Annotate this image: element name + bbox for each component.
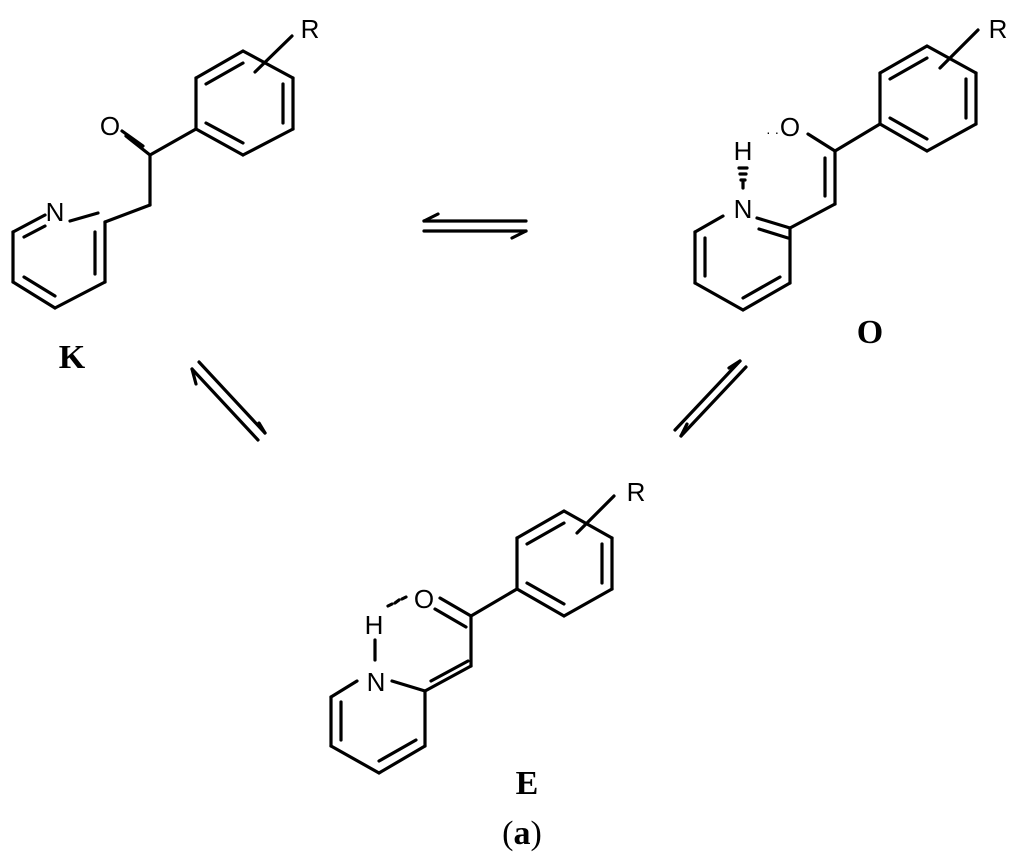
keto-label: K — [59, 339, 86, 376]
enamine-vinyl-chain — [423, 587, 519, 693]
enamine-nitrogen-atom: N — [367, 667, 386, 697]
equilibrium-arrow-o-e — [673, 359, 748, 438]
equilibrium-arrow-k-e — [190, 360, 267, 442]
enamine-phenyl-ring — [515, 494, 616, 618]
enamine-oxygen-atom: O — [414, 584, 434, 614]
enamine-r-group: R — [627, 477, 646, 507]
enamine-hydrogen-bond — [373, 595, 408, 662]
enol-phenyl-ring — [878, 28, 980, 153]
keto-phenyl-ring — [194, 34, 295, 157]
keto-structure-k: N O R K — [11, 14, 320, 376]
enol-structure-o: · · · N H O R O — [693, 14, 1008, 351]
keto-pyridine-ring — [11, 211, 107, 310]
enol-hydrogen-atom: H — [734, 136, 753, 166]
enol-r-group: R — [989, 14, 1008, 44]
enol-nitrogen-atom: N — [734, 194, 753, 224]
enamine-label: E — [516, 765, 539, 802]
keto-nitrogen-atom: N — [46, 197, 65, 227]
enamine-structure-e: N H O R E — [329, 477, 646, 802]
keto-carbonyl-chain — [103, 127, 198, 224]
enol-pyridine-ring — [693, 214, 792, 312]
enol-hbond-dots: · · · — [766, 124, 788, 140]
enol-vinyl-chain — [788, 122, 882, 230]
caption-close-paren: ) — [531, 815, 542, 852]
caption-letter: a — [514, 815, 531, 852]
caption-open-paren: ( — [502, 815, 513, 852]
enol-hydrogen-bond: · · · — [737, 124, 788, 190]
enamine-pyridine-ring — [329, 679, 427, 775]
enol-oxygen-atom: O — [780, 112, 800, 142]
keto-r-group: R — [301, 14, 320, 44]
enol-label: O — [857, 314, 883, 351]
figure-caption: (a) — [502, 815, 542, 852]
enamine-hydrogen-atom: H — [365, 610, 384, 640]
keto-oxygen-atom: O — [100, 111, 120, 141]
equilibrium-arrow-k-o — [422, 212, 528, 240]
